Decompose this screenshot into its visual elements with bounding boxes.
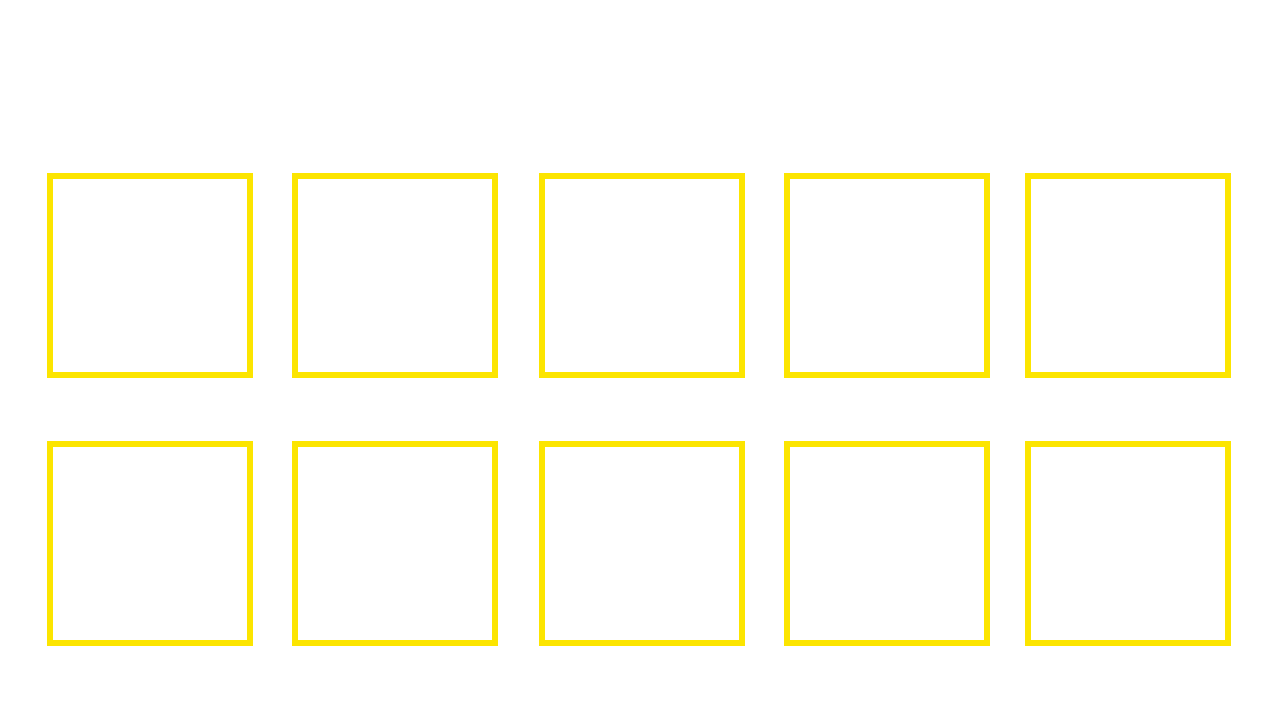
grid-tile-r1-c2[interactable] — [292, 173, 498, 378]
grid-tile-r2-c3[interactable] — [539, 441, 745, 646]
grid-tile-r2-c2[interactable] — [292, 441, 498, 646]
grid-tile-r2-c5[interactable] — [1025, 441, 1231, 646]
grid-tile-r1-c3[interactable] — [539, 173, 745, 378]
grid-tile-r1-c5[interactable] — [1025, 173, 1231, 378]
grid-tile-r2-c1[interactable] — [47, 441, 253, 646]
grid-tile-r1-c1[interactable] — [47, 173, 253, 378]
grid-tile-r2-c4[interactable] — [784, 441, 990, 646]
grid-tile-r1-c4[interactable] — [784, 173, 990, 378]
